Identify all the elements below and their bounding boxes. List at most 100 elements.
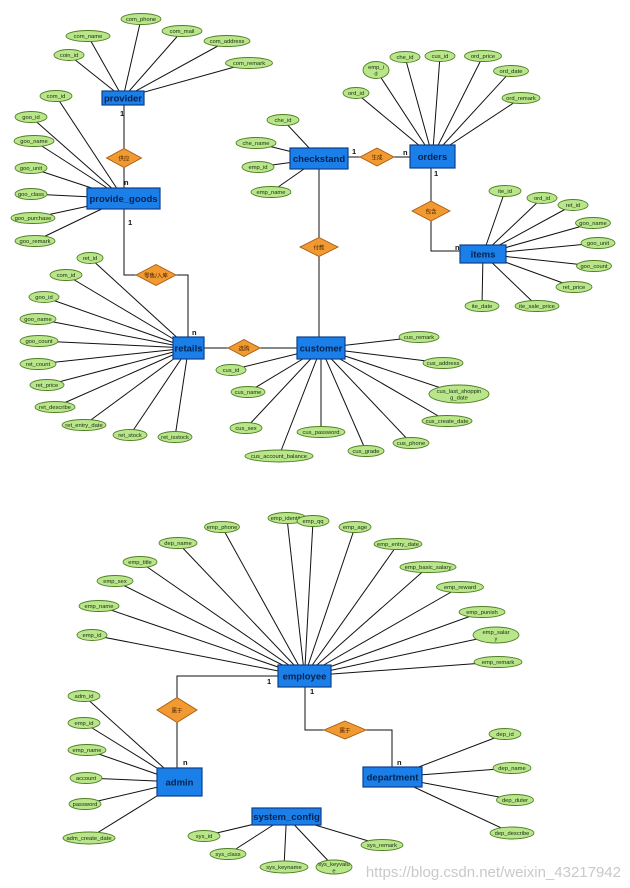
orders-attr-link [404,56,433,157]
entity-box [156,767,203,797]
customer-attribute: cus_address [422,357,464,369]
items-attribute-label: ret_price [563,285,586,291]
employee-attribute-label: emp_basic_salary [405,565,452,571]
entity-box [296,336,346,360]
orders-attribute-ellipse [342,87,370,99]
system_config-attribute: sys_keyname [259,860,309,874]
admin-attribute-ellipse [62,831,116,845]
employee-attribute-ellipse [78,600,120,612]
entity-box [101,90,145,106]
items-attribute-ellipse [488,185,522,197]
provider-attribute: com_name [65,30,111,42]
checkstand-attribute: che_id [266,114,300,126]
department-attribute-ellipse [489,826,535,840]
cardinality-to: n [455,243,460,252]
system_config-attribute: sys_class [209,848,247,860]
orders-attr-link [375,69,433,157]
orders-attribute-ellipse [389,51,421,63]
orders-attribute: cus_id [424,50,456,62]
orders-attribute-ellipse [362,61,390,79]
provide_goods-attribute-ellipse [14,162,48,174]
entity-label: provider [104,93,142,104]
admin-attribute-label: account [76,776,97,782]
provider-attribute: com_mail [161,25,203,37]
retails-attribute: ret_count [19,358,57,370]
employee-attr-link [114,580,305,677]
retails-attribute: com_id [49,269,83,281]
orders-attribute-ellipse [424,50,456,62]
items-attribute-label: goo_unit [587,241,610,247]
employee-attribute-ellipse [373,538,423,550]
employee-attribute-ellipse [436,581,484,593]
customer-attribute-label: cus_id [223,368,240,374]
system_config-attribute-ellipse [209,848,247,860]
items-attribute: ret_id [557,199,589,211]
admin-attribute: emp_id [67,717,101,729]
employee-attribute: emp_phone [204,521,240,533]
customer-attribute-label: cus_create_date [426,419,469,425]
provider-attribute-ellipse [225,57,273,69]
admin-attribute-label: emp_name [72,748,101,754]
retails-attribute-ellipse [19,313,57,325]
customer-attribute-ellipse [398,331,440,343]
department-attribute-label: dep_name [498,766,525,772]
employee-attr-link [286,517,305,677]
employee-attribute: emp_basic_salary [399,561,457,573]
customer-attribute-ellipse [296,426,346,438]
provider-attribute-ellipse [161,25,203,37]
checkstand-attribute: che_name [235,137,277,149]
retails-attribute-ellipse [19,335,59,347]
customer-attribute: cus_account_balance [244,449,314,463]
retails-attribute-ellipse [19,358,57,370]
relationship-label: 生成 [371,153,383,161]
relationship-generate: 生成 [359,147,395,167]
employee-attr-link [304,586,461,677]
retails-attribute-ellipse [49,269,83,281]
relationship-belong_admin: 属于 [156,696,198,724]
employee-attribute-label: emp_qq [303,519,324,525]
retails-attribute: ret_entry_date [61,419,107,431]
department-attribute-label: dep_duter [502,798,528,804]
employee-attr-link [304,543,399,677]
relationship-label: 供应 [118,154,130,162]
department-attribute-label: dep_id [496,732,513,738]
relationship-contain: 包含 [411,200,451,222]
employee-attribute-label: emp_id [82,633,101,639]
retails-attr-link [38,340,189,349]
provider-attribute-label: com_remark [233,61,265,67]
system_config-attribute-label: sys_keyname [266,865,301,871]
retails-attr-link [46,347,189,386]
retails-attribute-label: ret_count [26,362,51,368]
employee-attribute: emp_entry_date [373,538,423,550]
employee-attribute-ellipse [296,515,330,527]
provider-attr-link [87,35,124,99]
employee-attribute-label: emp_entry_date [377,542,419,548]
orders-attribute: ord_date [493,65,529,77]
relationship-supply: 供应 [105,147,143,169]
attribute-nodes: com_namecom_phonecom_mailcom_addresscom_… [10,13,616,875]
items-attribute: goo_count [576,260,612,272]
entity-label: employee [283,671,327,682]
retails-attr-link [174,347,189,438]
customer-attribute: cus_phone [392,437,430,449]
relationship-diamond [298,236,340,258]
customer-attribute: cus_remark [398,331,440,343]
orders-attr-link [432,70,512,157]
entity-checkstand: checkstand [289,147,349,170]
employee-attribute-label: emp_punish [466,610,498,616]
customer-attribute-ellipse [244,449,314,463]
employee-attr-link [304,520,314,677]
retails-attribute-label: ret_describe [39,405,71,411]
items-attribute-ellipse [464,300,500,312]
retails-attribute-ellipse [34,401,76,413]
employee-attribute-ellipse [399,561,457,573]
customer-attribute-label: cus_grade [352,449,379,455]
retails-attribute: goo_id [28,291,60,303]
checkstand-attribute-ellipse [235,137,277,149]
employee-attribute-label: emp_name [84,604,113,610]
entity-admin: admin [156,767,203,797]
employee-attribute: emp_name [78,600,120,612]
provider-attribute-label: coin_id [60,53,78,59]
